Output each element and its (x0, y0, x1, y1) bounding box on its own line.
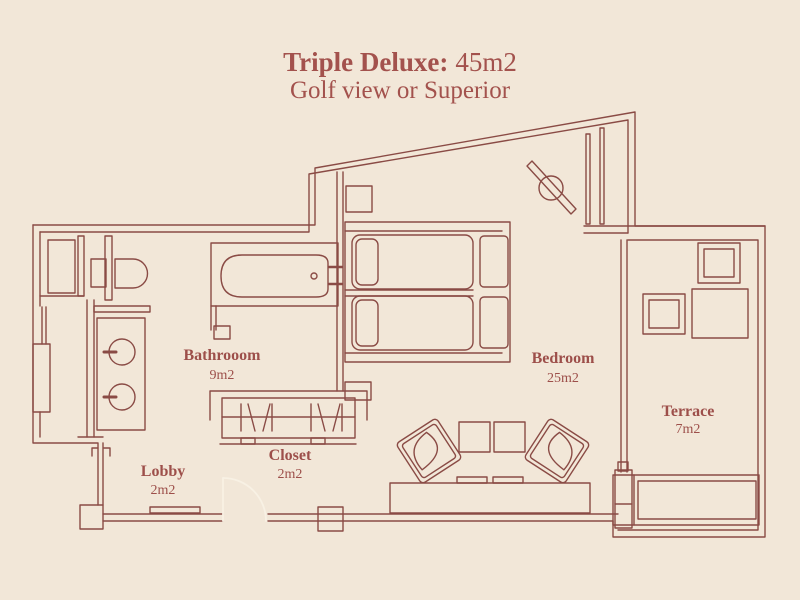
bed-cushion-1 (479, 235, 509, 288)
shower-stall (39, 235, 113, 301)
bed-cushion-2 (479, 296, 509, 349)
pillow-2 (355, 299, 379, 347)
title-subtitle: Golf view or Superior (289, 77, 511, 105)
room-labels: Bathrooom 9m2 Bedroom 25m2 Terrace 7m2 C… (141, 347, 715, 498)
hangers (240, 403, 343, 432)
bedroom-area: 25m2 (547, 371, 579, 386)
lobby-label: Lobby (141, 463, 185, 480)
wall-pier-entry (317, 506, 344, 532)
terrace-chair-2 (642, 293, 686, 335)
bed-2 (351, 295, 474, 351)
bathtub (210, 242, 344, 307)
terrace-table (691, 288, 749, 339)
bed-1 (351, 234, 474, 290)
coffee-table-2 (493, 421, 526, 453)
lobby-area: 2m2 (151, 483, 176, 498)
wall-stub (210, 305, 231, 340)
pillow-1 (355, 238, 379, 286)
twin-beds (344, 221, 511, 363)
bathroom-fixtures (39, 235, 344, 438)
armchair-left (396, 418, 462, 484)
terrace-chair-1 (697, 242, 741, 284)
plan-title-line1: Triple Deluxe:45m2 (0, 47, 800, 77)
title-total-area: 45m2 (455, 47, 517, 77)
entrance-door (222, 477, 267, 522)
closet-wardrobe (209, 390, 368, 445)
wall-pier (79, 504, 104, 530)
title-room-type: Triple Deluxe: (283, 47, 449, 77)
terrace-lounger (612, 474, 760, 526)
entrance-mat (149, 506, 201, 514)
seating-area (389, 418, 591, 514)
terrace-area: 7m2 (676, 422, 701, 437)
terrace-label: Terrace (662, 403, 715, 420)
closet-area: 2m2 (278, 467, 303, 482)
left-window (41, 306, 47, 345)
vanity-sinks (86, 299, 151, 438)
bathroom-area: 9m2 (210, 368, 235, 383)
ceiling-light-icon (526, 160, 577, 215)
terrace-divider (614, 239, 633, 529)
wall-jut (32, 343, 51, 413)
terrace-furniture (612, 242, 760, 526)
plan-title: Triple Deluxe:45m2 Golf view or Superior (0, 47, 800, 105)
bedroom-window-wall (585, 127, 605, 225)
toilet (90, 258, 149, 289)
outer-walls (32, 111, 766, 538)
bedroom-label: Bedroom (532, 350, 595, 367)
coffee-table-1 (458, 421, 491, 453)
door-hinge-marks (91, 447, 111, 457)
console-table (389, 476, 591, 514)
closet-label: Closet (269, 447, 312, 464)
bathroom-label: Bathrooom (183, 347, 261, 364)
bathroom-bedroom-wall (336, 171, 373, 401)
armchair-right (524, 418, 590, 484)
